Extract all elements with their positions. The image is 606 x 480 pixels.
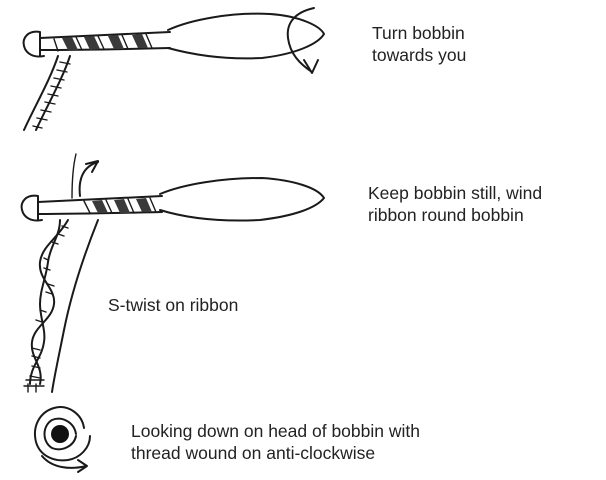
thread-start (72, 154, 76, 198)
caption-turn-bobbin-line2: towards you (372, 44, 466, 66)
caption-turn-bobbin-line1: Turn bobbin (372, 22, 465, 44)
ribbon-twisted (30, 220, 68, 384)
bobbin-body (168, 14, 324, 59)
ribbon-straight (24, 56, 70, 130)
thread-loop (52, 220, 98, 392)
bobbin-body (160, 178, 324, 221)
bobbin-head-center (51, 425, 69, 443)
bobbin-shaft (40, 32, 170, 50)
caption-keep-still-line1: Keep bobbin still, wind (368, 182, 542, 204)
bobbin-head (22, 196, 42, 221)
caption-s-twist: S-twist on ribbon (108, 294, 238, 316)
bobbin-figure-1 (24, 8, 324, 130)
caption-looking-down-line1: Looking down on head of bobbin with (131, 420, 420, 442)
bobbin-head (24, 32, 44, 57)
caption-looking-down-line2: thread wound on anti-clockwise (131, 442, 375, 464)
caption-keep-still-line2: ribbon round bobbin (368, 204, 524, 226)
bobbin-figure-2 (22, 154, 324, 392)
bobbin-head-top-view (35, 407, 90, 472)
